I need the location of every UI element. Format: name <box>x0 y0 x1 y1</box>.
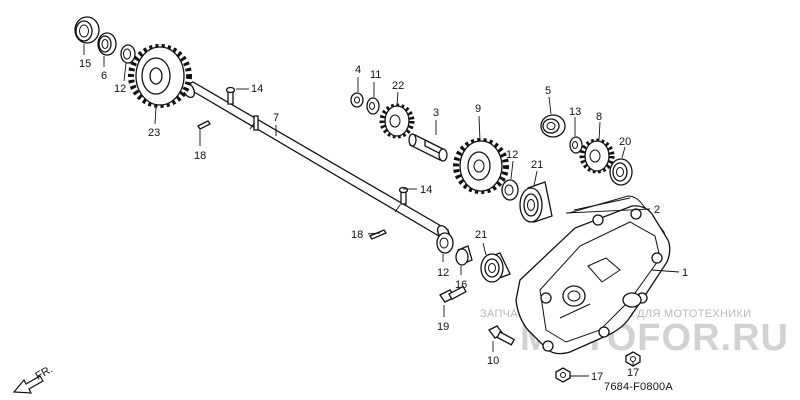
gear-9 <box>453 138 509 194</box>
bearing-6 <box>97 32 117 56</box>
callout-14: 14 <box>251 83 263 95</box>
callout-18: 18 <box>194 150 206 162</box>
shaft-7 <box>181 81 451 242</box>
bolt-19 <box>439 285 467 303</box>
bearing-21-upper <box>519 181 553 223</box>
callout-16: 16 <box>455 279 467 291</box>
diagram-code: 7684-F0800A <box>604 381 673 393</box>
front-direction-arrow: FR. <box>12 363 55 394</box>
leader-lines <box>83 44 680 377</box>
washer-12-low <box>436 232 454 254</box>
collar-16 <box>455 245 473 266</box>
callout-2: 2 <box>654 204 660 216</box>
callout-12: 12 <box>506 149 518 161</box>
callout-6: 6 <box>101 70 107 82</box>
callout-21: 21 <box>475 229 487 241</box>
gear-22 <box>379 103 415 139</box>
nut-17-right <box>625 351 641 367</box>
callout-10: 10 <box>487 355 499 367</box>
callout-15: 15 <box>79 58 91 70</box>
callout-17: 17 <box>591 371 603 383</box>
washer-13 <box>569 136 583 154</box>
callout-5: 5 <box>545 85 551 97</box>
callout-12: 12 <box>114 83 126 95</box>
front-direction-label: FR. <box>34 363 55 382</box>
callout-12: 12 <box>437 267 449 279</box>
callout-4: 4 <box>355 64 361 76</box>
callout-20: 20 <box>619 136 631 148</box>
gear-23 <box>128 44 192 108</box>
nut-4 <box>350 92 364 108</box>
callout-8: 8 <box>596 111 602 123</box>
callout-3: 3 <box>433 107 439 119</box>
washer-12-mid <box>501 179 519 201</box>
callout-19: 19 <box>437 321 449 333</box>
callout-7: 7 <box>273 112 279 124</box>
pin-14-lower <box>398 186 409 205</box>
key-18-lower <box>369 229 387 240</box>
shaft-3 <box>408 133 448 162</box>
key-18-upper <box>197 120 211 130</box>
nut-17-left <box>555 367 571 383</box>
callout-14: 14 <box>420 184 432 196</box>
callout-22: 22 <box>392 80 404 92</box>
callout-18: 18 <box>351 229 363 241</box>
callouts: 15 6 12 23 14 7 18 4 11 22 3 9 12 21 5 1… <box>79 58 688 383</box>
callout-17: 17 <box>627 367 639 379</box>
callout-21: 21 <box>531 159 543 171</box>
key-18-shaft-pin <box>253 115 259 131</box>
case-1 <box>515 205 671 355</box>
callout-1: 1 <box>682 267 688 279</box>
pin-14-upper <box>225 86 236 105</box>
bearing-20 <box>609 158 633 186</box>
seal-15 <box>74 16 100 44</box>
gear-8 <box>579 138 615 174</box>
callout-13: 13 <box>569 106 581 118</box>
seal-5 <box>540 114 566 138</box>
bearing-21-lower <box>480 252 511 283</box>
callout-23: 23 <box>148 127 160 139</box>
washer-12-left <box>120 44 136 64</box>
screw-10 <box>488 325 516 346</box>
callout-11: 11 <box>370 69 381 81</box>
callout-9: 9 <box>475 103 481 115</box>
washer-11 <box>366 97 380 115</box>
